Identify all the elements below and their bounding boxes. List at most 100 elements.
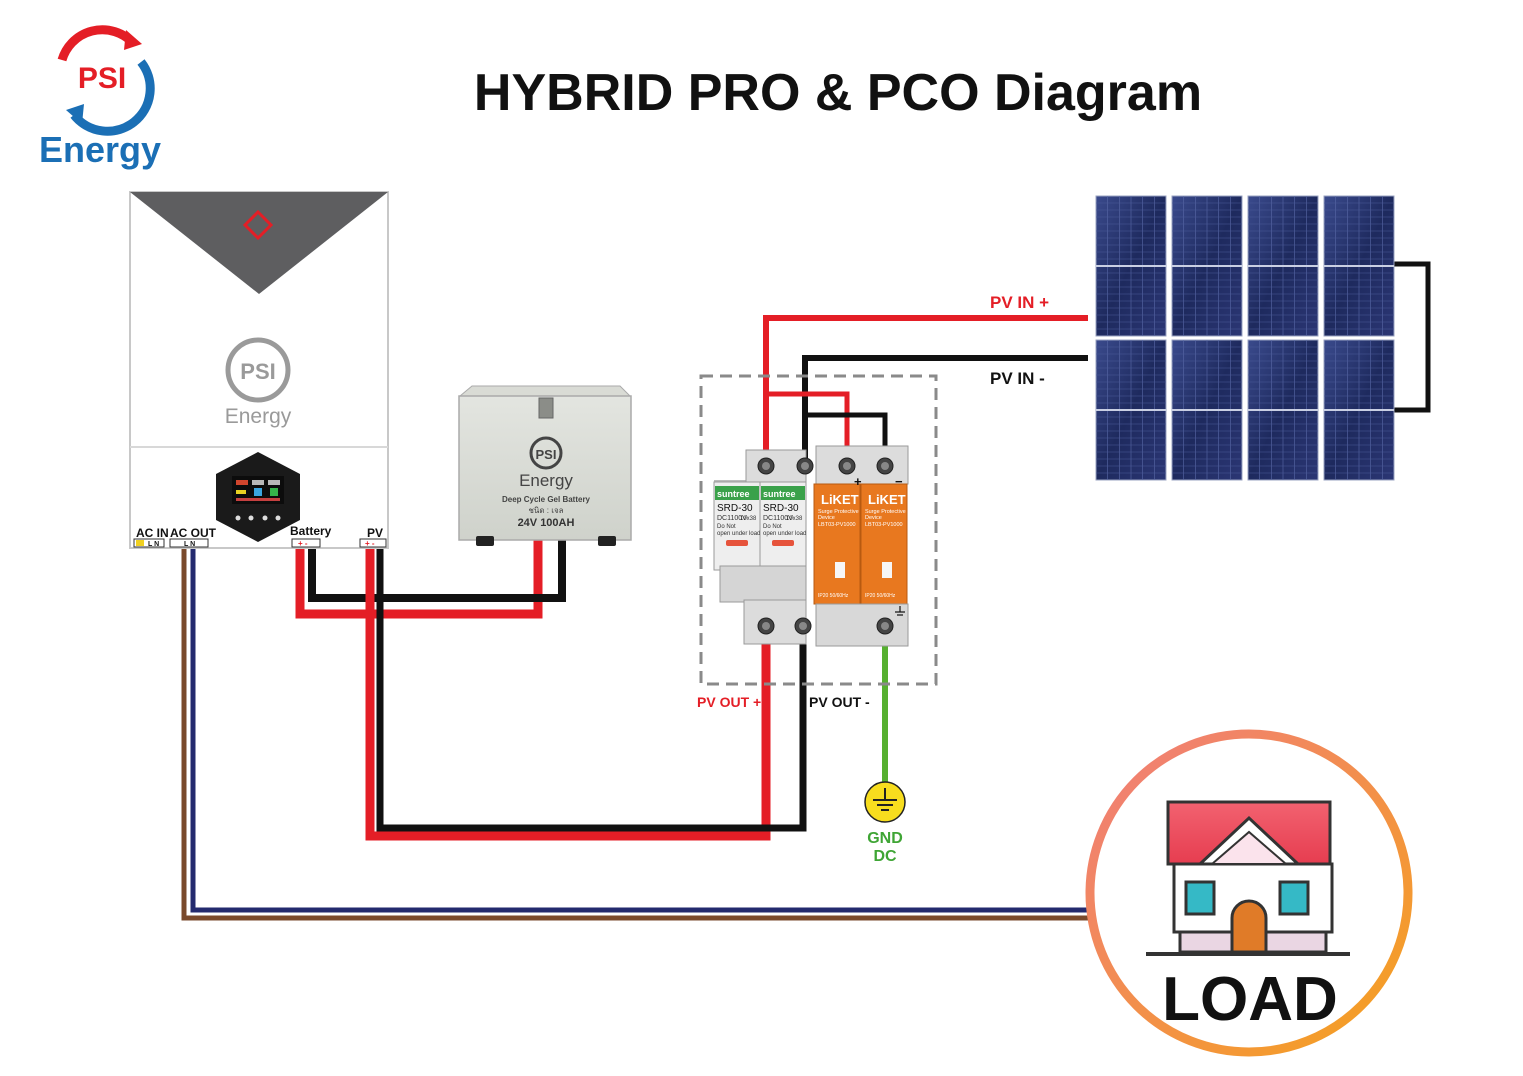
load-label: LOAD xyxy=(1162,965,1338,1034)
breaker-1-indicator xyxy=(726,540,748,546)
protection-enclosure xyxy=(699,374,938,686)
spd-bottom xyxy=(815,603,909,647)
battery-box: PSI Energy Deep Cycle Gel Battery ชนิด :… xyxy=(458,385,632,546)
terminal-ac-out xyxy=(169,538,209,548)
port-label-pv: PV xyxy=(367,526,383,540)
inverter-logo-ring xyxy=(225,337,291,403)
solar-panel xyxy=(1095,339,1167,481)
battery-wire-negative xyxy=(308,540,566,602)
breaker-1-note2: open under load xyxy=(717,531,760,537)
ground-symbol: GND DC xyxy=(864,781,906,865)
port-label-battery: Battery xyxy=(290,524,332,538)
port-label-ac-out: AC OUT xyxy=(170,526,217,540)
spd-2-brand: LiKET xyxy=(868,492,906,507)
label-pv-out-minus: PV OUT - xyxy=(809,694,870,710)
spd-2-desc1: Surge Protective xyxy=(865,509,906,515)
spd-module-2 xyxy=(860,483,908,605)
solar-panel xyxy=(1247,339,1319,481)
battery-logo-text: Energy xyxy=(519,471,573,490)
spd-1-model: LBT03-PV1000 xyxy=(818,522,856,528)
label-pv-in-plus: PV IN + xyxy=(990,293,1049,312)
pv-in-wire-positive xyxy=(763,315,1088,466)
breaker-2-size: 10x38 xyxy=(786,516,803,522)
ac-wire-brown xyxy=(181,548,1098,921)
ac-wire-navy xyxy=(190,548,1098,913)
spd-1-iec: IP20 50/60Hz xyxy=(818,593,849,599)
breaker-1-model: SRD-30 xyxy=(717,503,753,514)
battery-model: ชนิด : เจล xyxy=(528,506,563,515)
spd-2-model: LBT03-PV1000 xyxy=(865,522,903,528)
ground-icon xyxy=(864,781,906,823)
port-label-ac-in: AC IN xyxy=(136,526,169,540)
terminal-pv xyxy=(359,538,387,548)
breaker-2-model: SRD-30 xyxy=(763,503,799,514)
spd-plus-mark: + xyxy=(854,474,862,489)
inverter-button-icon[interactable] xyxy=(275,515,281,521)
logo-mark: PSI xyxy=(78,62,126,95)
panel-series-link xyxy=(1393,261,1431,413)
spd-2-iec: IP20 50/60Hz xyxy=(865,593,896,599)
page-title: HYBRID PRO & PCO Diagram xyxy=(474,64,1202,122)
breaker-2-brand: suntree xyxy=(763,489,796,499)
inverter-status-led-icon xyxy=(242,209,274,241)
terminal-ac-in xyxy=(133,538,165,548)
pv-in-wire-negative xyxy=(802,355,1088,466)
battery-foot xyxy=(476,536,494,546)
logo-arc-red xyxy=(57,25,136,62)
spd-2-desc2: Device xyxy=(865,515,882,521)
inverter-button-icon[interactable] xyxy=(262,515,268,521)
battery-type: Deep Cycle Gel Battery xyxy=(502,495,591,504)
spd-1-desc1: Surge Protective xyxy=(818,509,859,515)
logo-arrow-icon xyxy=(66,104,84,124)
solar-panel xyxy=(1171,339,1243,481)
spd-1-window xyxy=(835,562,845,578)
spd-1-brand: LiKET xyxy=(821,492,859,507)
breaker-2-note2: open under load xyxy=(763,531,806,537)
solar-panel xyxy=(1095,195,1167,337)
label-pv-in-minus: PV IN - xyxy=(990,369,1045,388)
breaker-top xyxy=(745,449,807,483)
inverter-button-icon[interactable] xyxy=(248,515,254,521)
inverter-logo-text: Energy xyxy=(225,405,292,428)
spd-1-desc2: Device xyxy=(818,515,835,521)
terminal-ac-out-ln: L N xyxy=(184,541,195,548)
breaker-2-note1: Do Not xyxy=(763,524,782,530)
terminal-screws xyxy=(757,457,894,635)
inverter-logo-mark: PSI xyxy=(240,359,275,384)
pv-out-wire-negative xyxy=(376,546,807,832)
solar-array xyxy=(1095,195,1395,481)
label-gnd: GND xyxy=(867,830,903,847)
spd-minus-mark: − xyxy=(895,474,903,489)
brand-logo: PSI Energy xyxy=(39,25,161,170)
battery-logo-ring xyxy=(529,436,563,470)
logo-arc-blue xyxy=(70,59,155,136)
battery-rating: 24V 100AH xyxy=(518,517,575,529)
label-dc: DC xyxy=(873,848,897,865)
solar-panel xyxy=(1171,195,1243,337)
spd-jumper-positive xyxy=(766,391,850,466)
terminal-pv-pm: + - xyxy=(365,539,375,548)
terminal-battery-pm: + - xyxy=(298,539,308,548)
breaker-2-spec: DC1100V xyxy=(763,515,793,522)
battery-wire-positive xyxy=(295,540,543,619)
breaker-1-brand: suntree xyxy=(717,489,750,499)
terminal-battery xyxy=(291,538,321,548)
breaker-base xyxy=(719,565,807,603)
hybrid-inverter: PSI Energy AC IN AC OUT Battery PV L N L… xyxy=(129,191,389,549)
load: LOAD xyxy=(1085,729,1413,1057)
battery-latch-icon xyxy=(538,397,554,419)
inverter-button-icon[interactable] xyxy=(235,515,241,521)
house-icon xyxy=(1146,800,1350,956)
terminal-ac-in-ln: L N xyxy=(148,541,159,548)
solar-panel xyxy=(1323,195,1395,337)
battery-logo-mark: PSI xyxy=(536,447,557,462)
breaker-2-indicator xyxy=(772,540,794,546)
breaker-1-note1: Do Not xyxy=(717,524,736,530)
battery-foot xyxy=(598,536,616,546)
protection-box: suntree suntree SRD-30 SRD-30 DC1100V DC… xyxy=(699,374,938,686)
solar-panel xyxy=(1323,339,1395,481)
inverter-top-panel xyxy=(130,192,388,294)
breaker-1-size: 10x38 xyxy=(740,516,757,522)
wires xyxy=(181,261,1431,921)
